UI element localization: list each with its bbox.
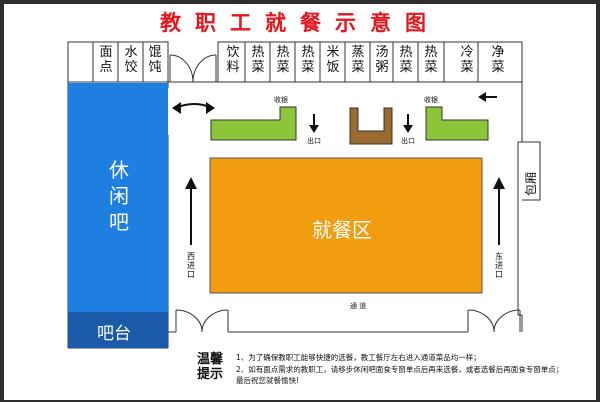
tip-line: 最后祝您就餐愉快! (236, 376, 300, 385)
private-room-label: 包厢 (524, 171, 538, 196)
door-bottom-left (175, 309, 229, 333)
door-top (168, 54, 218, 83)
dining-area (209, 157, 483, 294)
bar-counter-area (68, 312, 168, 348)
leisure-bar-label: 休闲吧 (109, 158, 129, 234)
counter-label: 馄饨 (148, 45, 162, 75)
tips-title: 温馨提示 (197, 352, 224, 382)
aisle-label: 通 道 (350, 302, 367, 310)
checkout-label-right: 收银 (424, 96, 438, 104)
counter-label: 面点 (99, 45, 113, 75)
tray-station (349, 107, 393, 145)
checkout-label-left: 收银 (274, 96, 288, 104)
counter-label: 热菜 (276, 45, 290, 75)
counter-label: 汤粥 (375, 45, 389, 75)
dining-area-label: 就餐区 (312, 218, 372, 242)
counter-label: 热菜 (251, 45, 265, 75)
tip-line: 1、为了确保教职工能够快捷的选餐，教工餐厅左右进入通道菜品均一样； (236, 353, 481, 362)
counter-label: 蒸菜 (351, 45, 365, 75)
counter-label: 热菜 (399, 45, 413, 75)
bar-counter-label: 吧台 (97, 324, 131, 344)
east-entrance-label: 东进口 (495, 252, 503, 279)
private-room-box (522, 141, 541, 201)
arrow-icon (172, 92, 505, 245)
counter-label: 饮料 (226, 45, 240, 75)
page-title: 教职工就餐示意图 (160, 11, 440, 35)
counter-label: 净菜 (491, 45, 505, 75)
checkout-counter-right (425, 106, 489, 141)
counter-label: 热菜 (424, 45, 438, 75)
counter-label: 米饭 (326, 45, 340, 75)
door-bottom-right (467, 309, 521, 333)
west-entrance-label: 西进口 (187, 252, 195, 279)
exit-label-right: 出口 (401, 137, 415, 145)
counter-label: 冷菜 (460, 45, 474, 75)
tip-line: 2、如有面点需求的教职工，请移步休闲吧面食专窗单点后再来选餐，或者选餐后再面食专… (236, 365, 564, 374)
exit-label-left: 出口 (307, 137, 321, 145)
checkout-counter-left (210, 106, 297, 141)
leisure-bar-area (68, 83, 168, 312)
counter-label: 热菜 (301, 45, 315, 75)
counter-label: 水饺 (124, 45, 138, 75)
